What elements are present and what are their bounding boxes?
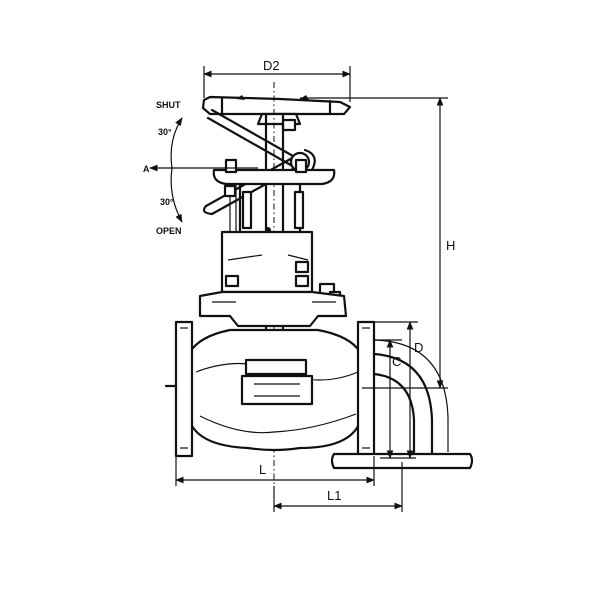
label-d2: D2 <box>263 58 280 73</box>
label-angle-bottom: 30° <box>160 197 174 207</box>
label-a: A <box>143 164 150 174</box>
label-c: C <box>392 354 401 369</box>
outlet-flange <box>356 320 376 458</box>
label-l1: L1 <box>327 488 341 503</box>
dimension-c-d <box>374 321 418 459</box>
label-shut: SHUT <box>156 100 181 110</box>
valve-body <box>188 328 362 452</box>
label-open: OPEN <box>156 226 182 236</box>
dimension-h <box>300 97 448 389</box>
label-l: L <box>259 462 266 477</box>
inlet-flange <box>164 320 194 458</box>
angle-pipe-outlet <box>330 339 474 470</box>
label-angle-top: 30° <box>158 127 172 137</box>
label-h: H <box>446 238 455 253</box>
dimension-l <box>175 456 375 486</box>
bonnet-flange <box>198 290 348 328</box>
dimension-l1 <box>273 462 403 512</box>
handwheel <box>201 95 352 132</box>
dimension-d2 <box>203 66 351 102</box>
label-d: D <box>414 340 423 355</box>
lever-angle-indicator <box>149 117 258 223</box>
